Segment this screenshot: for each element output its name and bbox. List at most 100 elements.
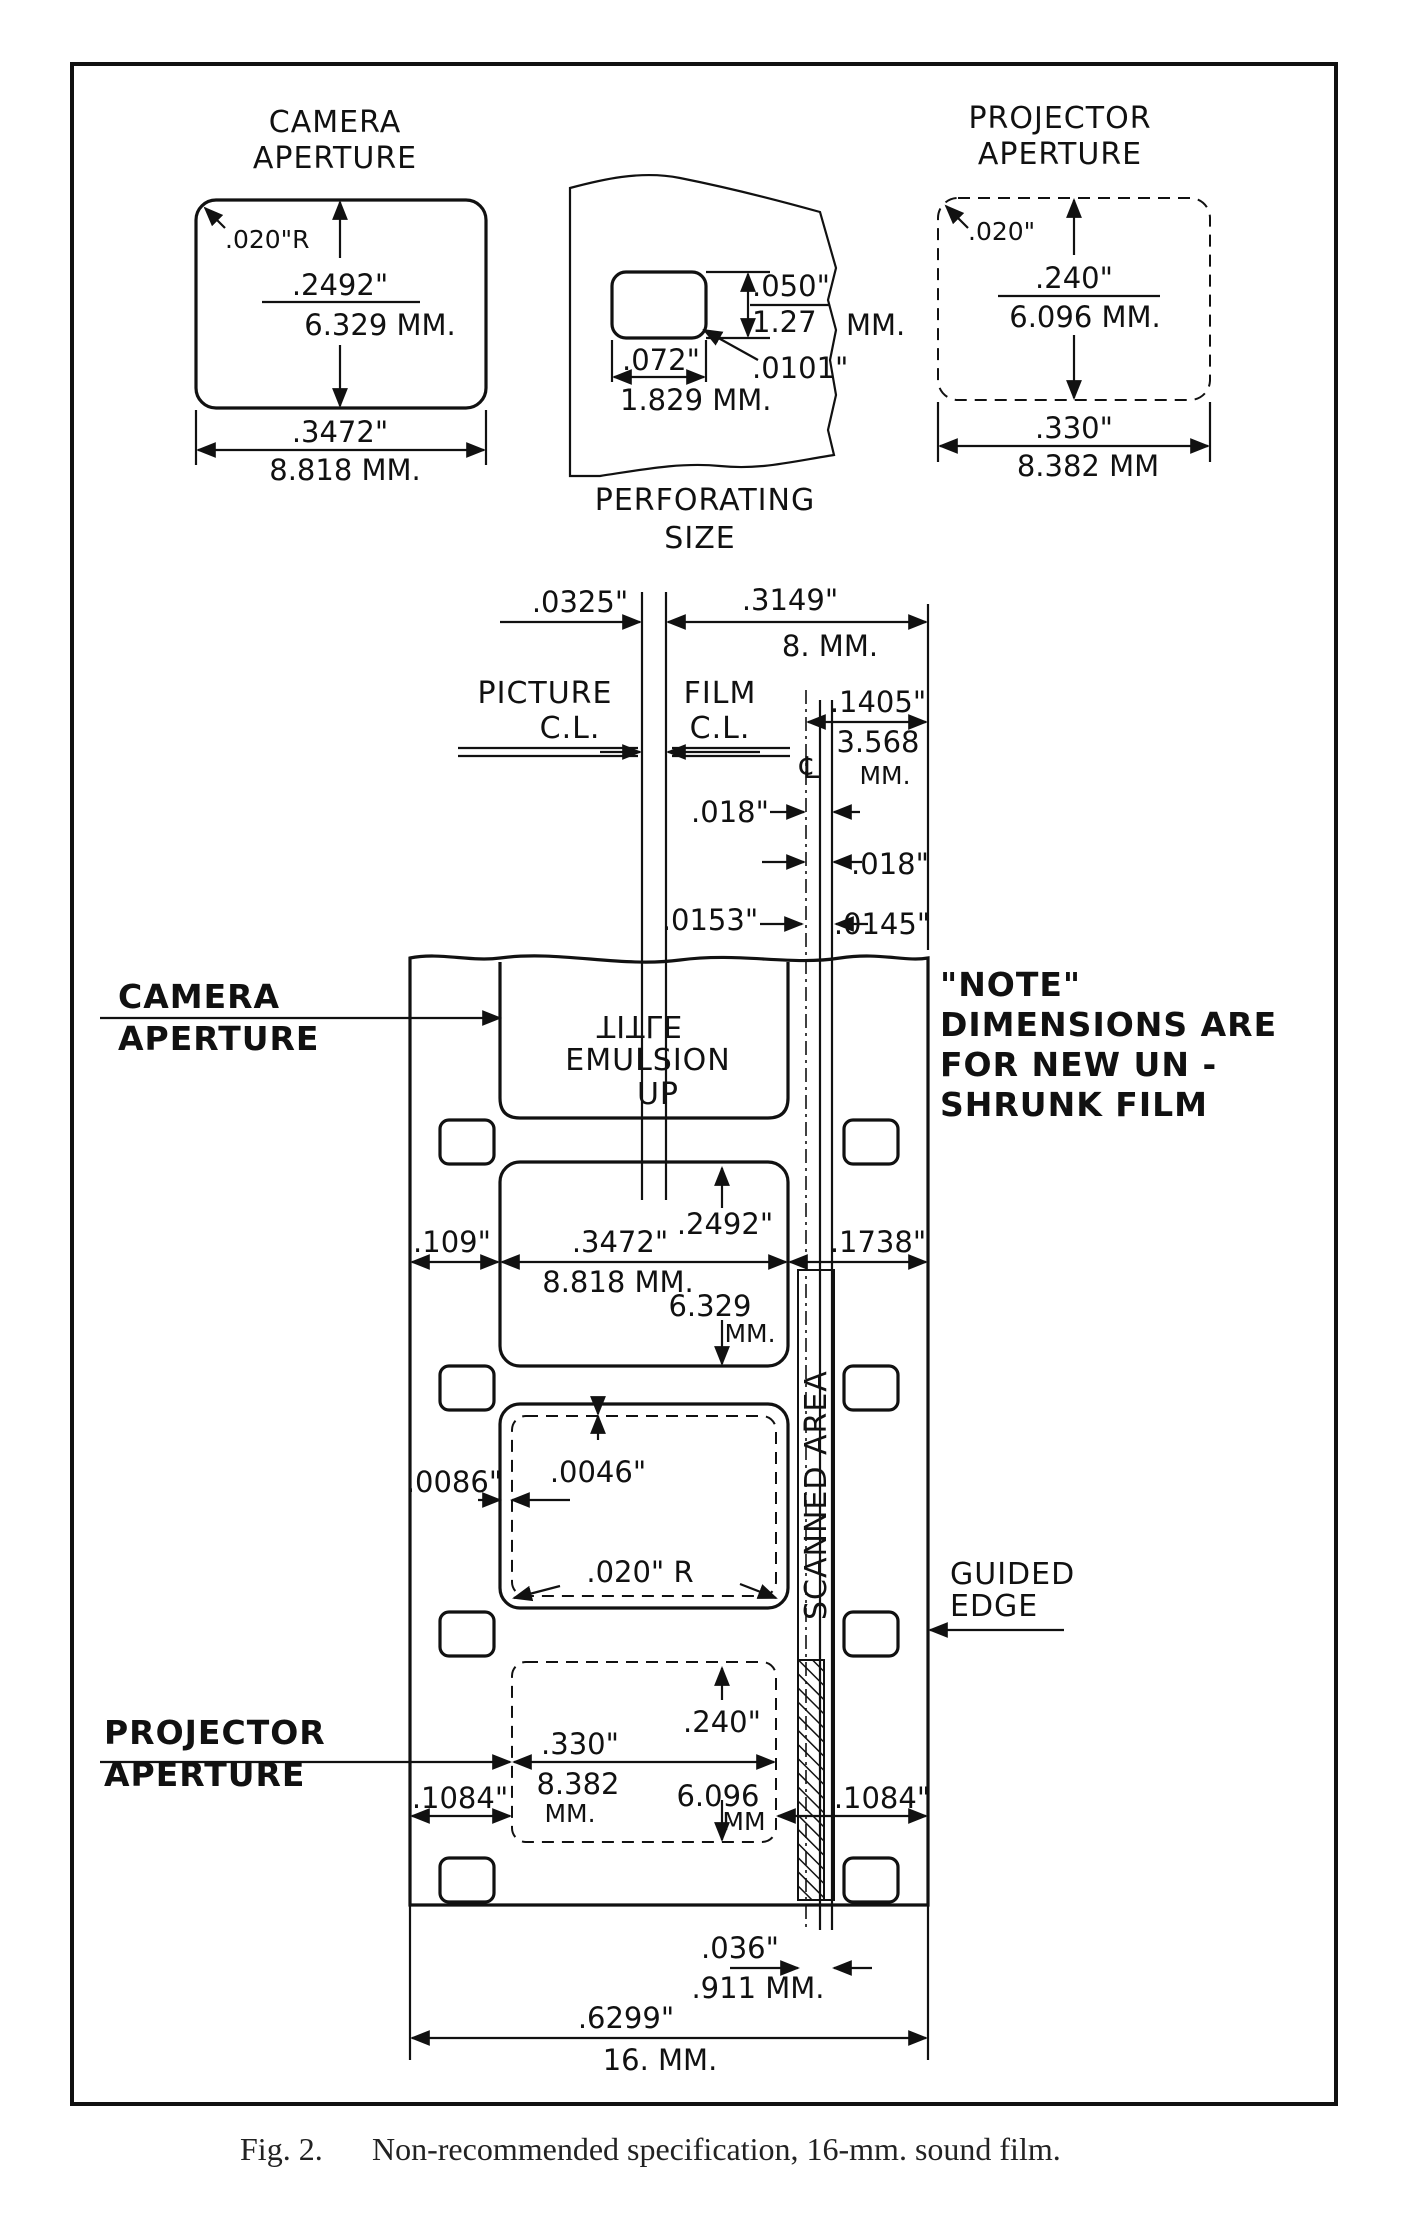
sound-track-hatched [797, 1659, 825, 1901]
note-line-2: DIMENSIONS ARE [940, 1005, 1277, 1044]
dim-018-b: .018" [851, 847, 929, 881]
guided-edge-callout: GUIDED EDGE [928, 1557, 1075, 1638]
dim-0086: .0086" [406, 1465, 502, 1499]
dim-1084-right: .1084" [834, 1781, 930, 1815]
frame-4-projector [511, 1661, 777, 1843]
perf-right-3 [842, 1610, 900, 1658]
camera-height-inch: .2492" [292, 268, 388, 302]
dim-6329-mm: MM. [724, 1319, 775, 1348]
perforation-rect [610, 270, 708, 340]
dim-8818: 8.818 MM. [542, 1265, 694, 1299]
dim-109: .109" [413, 1225, 491, 1259]
dim-0153: .0153" [662, 903, 758, 937]
perf-height-inch: .050" [752, 269, 830, 303]
picture-cl-label: C.L. [540, 711, 601, 746]
projector-aperture-rect [937, 197, 1211, 401]
dim-018-a: .018" [691, 795, 769, 829]
dim-330: .330" [541, 1727, 619, 1761]
camera-aperture-rect [194, 198, 488, 410]
note-block: "NOTE" DIMENSIONS ARE FOR NEW UN - SHRUN… [940, 965, 1277, 1124]
perf-left-2 [438, 1364, 496, 1412]
dim-3149: .3149" [742, 583, 838, 617]
perf-width-mm: 1.829 MM. [620, 383, 772, 417]
figure-border [70, 62, 1338, 2106]
dim-2492: .2492" [677, 1207, 773, 1241]
dim-8mm: 8. MM. [782, 629, 878, 663]
film-label: FILM [684, 676, 757, 711]
guided-label: GUIDED [950, 1557, 1075, 1592]
perf-right-1 [842, 1118, 900, 1166]
perf-left-3 [438, 1610, 496, 1658]
dim-3568: 3.568 [836, 725, 919, 759]
dim-16mm: 16. MM. [603, 2043, 718, 2077]
cl-symbol: ℄ [799, 751, 820, 786]
figure-caption-label: Fig. 2. [240, 2131, 323, 2167]
camera-aperture-title-2: APERTURE [253, 141, 417, 176]
dim-240: .240" [683, 1705, 761, 1739]
projector-aperture-title-2: APERTURE [978, 137, 1142, 172]
dim-6096-mm: MM [722, 1807, 765, 1836]
perforating-title-2: SIZE [664, 521, 735, 556]
dim-1084-left: .1084" [412, 1781, 508, 1815]
projector-aperture-title-1: PROJECTOR [968, 101, 1151, 136]
perf-right-2 [842, 1364, 900, 1412]
projector-height-inch: .240" [1035, 261, 1113, 295]
frame-1 [498, 962, 790, 1120]
note-line-3: FOR NEW UN - [940, 1045, 1217, 1084]
film-strip: TITLE EMULSION UP .2492" .109" .3472" 8.… [406, 954, 930, 2077]
dim-8382-mm: MM. [544, 1799, 595, 1828]
title-mirrored: TITLE [596, 1008, 683, 1043]
projector-radius-label: .020" [968, 217, 1035, 246]
picture-label: PICTURE [478, 676, 613, 711]
left-callouts: CAMERA APERTURE PROJECTOR APERTURE [100, 977, 512, 1794]
perf-left-4 [438, 1856, 496, 1904]
dim-0145: .0145" [834, 907, 930, 941]
dim-0046: .0046" [550, 1455, 646, 1489]
up-label: UP [637, 1077, 679, 1112]
perf-height-mm: 1.27 [752, 305, 817, 339]
camera-width-inch: .3472" [292, 415, 388, 449]
dim-6329: 6.329 [668, 1289, 751, 1323]
camera-aperture-callout-1: CAMERA [118, 977, 280, 1016]
perf-right-4 [842, 1856, 900, 1904]
projector-aperture-callout-1: PROJECTOR [104, 1713, 326, 1752]
camera-aperture-title-1: CAMERA [269, 105, 401, 140]
perf-radius-inch: .0101" [752, 351, 848, 385]
perforating-title-1: PERFORATING [595, 483, 815, 518]
dim-3472: .3472" [572, 1225, 668, 1259]
projector-aperture-detail: PROJECTOR APERTURE .020" .240" 6.096 MM.… [936, 101, 1212, 483]
film-cl-label: C.L. [690, 711, 751, 746]
perf-width-inch: .072" [622, 343, 700, 377]
perforation-detail: .050" 1.27 MM. .072" 1.829 MM. .0101" PE… [568, 173, 905, 556]
dim-020r: .020" R [586, 1555, 693, 1589]
projector-width-mm: 8.382 MM [1017, 449, 1159, 483]
dim-8382: 8.382 [536, 1767, 619, 1801]
scanned-area-label: SCANNED AREA [799, 1370, 834, 1620]
camera-height-mm: 6.329 MM. [304, 308, 456, 342]
perf-mm-unit: MM. [846, 308, 905, 342]
dim-1405: .1405" [830, 685, 926, 719]
camera-radius-label: .020"R [225, 225, 310, 254]
film-strip-outline [408, 954, 930, 1907]
perf-left-1 [438, 1118, 496, 1166]
dim-3568-mm: MM. [859, 761, 910, 790]
dim-1738: .1738" [830, 1225, 926, 1259]
note-line-1: "NOTE" [940, 965, 1081, 1004]
centerline-dimensions: .0325" .3149" 8. MM. PICTURE C.L. FILM C… [458, 583, 930, 1930]
figure-caption-text: Non-recommended specification, 16-mm. so… [372, 2131, 1061, 2167]
dim-911: .911 MM. [691, 1971, 824, 2005]
note-line-4: SHRUNK FILM [940, 1085, 1208, 1124]
projector-width-inch: .330" [1035, 411, 1113, 445]
projector-aperture-callout-2: APERTURE [104, 1755, 305, 1794]
edge-label: EDGE [950, 1589, 1038, 1624]
dim-036: .036" [701, 1931, 779, 1965]
film-strip-fragment [568, 173, 838, 478]
projector-height-mm: 6.096 MM. [1009, 300, 1161, 334]
dim-6299: .6299" [578, 2001, 674, 2035]
camera-aperture-detail: CAMERA APERTURE .020"R .2492" 6.329 MM. … [194, 105, 488, 487]
camera-width-mm: 8.818 MM. [269, 453, 421, 487]
dim-6096: 6.096 [676, 1779, 759, 1813]
dim-0325: .0325" [532, 585, 628, 619]
emulsion-label: EMULSION [565, 1043, 730, 1078]
